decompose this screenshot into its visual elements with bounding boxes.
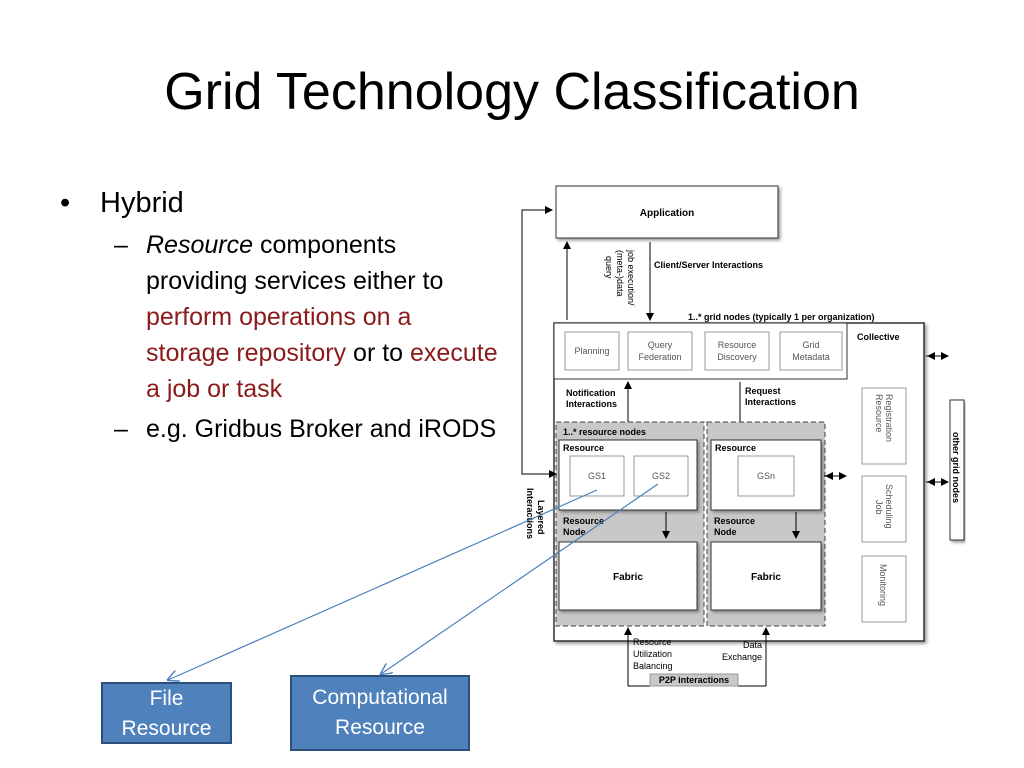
monitoring-box bbox=[861, 555, 907, 623]
notification-label-1: Notification bbox=[566, 388, 616, 398]
computational-resource-line2: Resource bbox=[335, 716, 425, 739]
bullet-hybrid: • Hybrid bbox=[60, 185, 500, 221]
federation-label: Federation bbox=[638, 352, 681, 362]
request-label-1: Request bbox=[745, 386, 781, 396]
sub1-text2: or to bbox=[346, 339, 411, 367]
resource-discovery-label-1: Resource bbox=[718, 340, 757, 350]
dash-mark: – bbox=[114, 415, 128, 443]
fabric-box-2 bbox=[710, 541, 822, 611]
metadata-label: Metadata bbox=[792, 352, 830, 362]
p2p-label: P2P interactions bbox=[659, 675, 729, 685]
gs1-box bbox=[569, 455, 625, 497]
data-exchange-label-2: Exchange bbox=[722, 652, 762, 662]
planning-box bbox=[564, 331, 620, 371]
layered-label-1: Layered bbox=[536, 500, 546, 535]
fabric-label-2: Fabric bbox=[751, 572, 781, 583]
computational-resource-line1: Computational bbox=[312, 686, 448, 709]
application-label: Application bbox=[640, 208, 694, 219]
gs2-label: GS2 bbox=[652, 471, 670, 481]
job-exec-label-2: (meta-)data bbox=[615, 250, 625, 297]
resource-registration-label-1: Resource bbox=[874, 394, 884, 433]
sub1-highlight1: perform operations on a storage reposito… bbox=[146, 303, 412, 367]
arrow-to-file-resource bbox=[168, 489, 598, 680]
monitoring-label: Monitoring bbox=[878, 564, 888, 606]
job-exec-label-3: query bbox=[604, 256, 614, 279]
bullet-hybrid-text: Hybrid bbox=[100, 187, 184, 219]
file-resource-callout: File Resource bbox=[101, 682, 232, 744]
resource-node-label-2a: Resource bbox=[714, 516, 755, 526]
sub1-highlight2: execute a job or task bbox=[146, 339, 498, 403]
other-grid-nodes-label: other grid nodes bbox=[951, 432, 961, 503]
resource-node-label-1b: Node bbox=[563, 527, 586, 537]
application-box bbox=[555, 185, 779, 239]
sub-bullet-resource: – Resource components providing services… bbox=[60, 227, 500, 407]
resource-util-label-3: Balancing bbox=[633, 661, 673, 671]
fabric-label-1: Fabric bbox=[613, 572, 643, 583]
arrow-to-computational-resource bbox=[381, 483, 659, 674]
bullet-dot: • bbox=[60, 187, 71, 219]
resource-label-2: Resource bbox=[715, 443, 756, 453]
fabric-box-1 bbox=[558, 541, 698, 611]
p2p-badge bbox=[649, 673, 739, 687]
gs1-label: GS1 bbox=[588, 471, 606, 481]
file-resource-line2: Resource bbox=[121, 717, 212, 740]
sub1-text1: components providing services either to bbox=[146, 231, 444, 295]
resource-node-label-1a: Resource bbox=[563, 516, 604, 526]
resource-discovery-box bbox=[704, 331, 770, 371]
other-grid-nodes-box bbox=[949, 399, 965, 541]
job-label: Job bbox=[874, 500, 884, 515]
query-label: Query bbox=[648, 340, 673, 350]
gsn-box bbox=[737, 455, 795, 497]
request-label-2: Interactions bbox=[745, 397, 796, 407]
bullet-list: • Hybrid – Resource components providing… bbox=[60, 185, 500, 451]
job-exec-label-1: job execution/ bbox=[626, 249, 636, 306]
gsn-label: GSn bbox=[757, 471, 775, 481]
grid-nodes-label: 1..* grid nodes (typically 1 per organiz… bbox=[688, 312, 875, 322]
resource-registration-label-2: Registration bbox=[884, 394, 894, 442]
resource-nodes-label: 1..* resource nodes bbox=[563, 427, 646, 437]
resource-italic: Resource bbox=[146, 231, 253, 259]
resource-node-label-2b: Node bbox=[714, 527, 737, 537]
slide-title: Grid Technology Classification bbox=[164, 63, 860, 121]
resource-util-label-2: Utilization bbox=[633, 649, 672, 659]
computational-resource-callout: Computational Resource bbox=[290, 675, 470, 751]
dash-mark: – bbox=[114, 231, 128, 259]
grid-label: Grid bbox=[802, 340, 819, 350]
collective-label: Collective bbox=[857, 332, 900, 342]
notification-label-2: Interactions bbox=[566, 399, 617, 409]
gs2-box bbox=[633, 455, 689, 497]
layered-label-2: Interactions bbox=[525, 488, 535, 539]
resource-util-label-1: Resource bbox=[633, 637, 672, 647]
file-resource-line1: File bbox=[149, 687, 184, 710]
sub2-text: e.g. Gridbus Broker and iRODS bbox=[146, 415, 497, 443]
resource-discovery-label-2: Discovery bbox=[717, 352, 757, 362]
resource-registration-box bbox=[861, 387, 907, 465]
grid-metadata-box bbox=[779, 331, 843, 371]
resource-label-1: Resource bbox=[563, 443, 604, 453]
data-exchange-label-1: Data bbox=[743, 640, 762, 650]
client-server-label: Client/Server Interactions bbox=[654, 260, 763, 270]
planning-label: Planning bbox=[574, 346, 609, 356]
scheduling-label: Scheduling bbox=[884, 484, 894, 529]
job-scheduling-box bbox=[861, 475, 907, 543]
sub-bullet-example: – e.g. Gridbus Broker and iRODS bbox=[60, 411, 500, 447]
query-federation-box bbox=[627, 331, 693, 371]
